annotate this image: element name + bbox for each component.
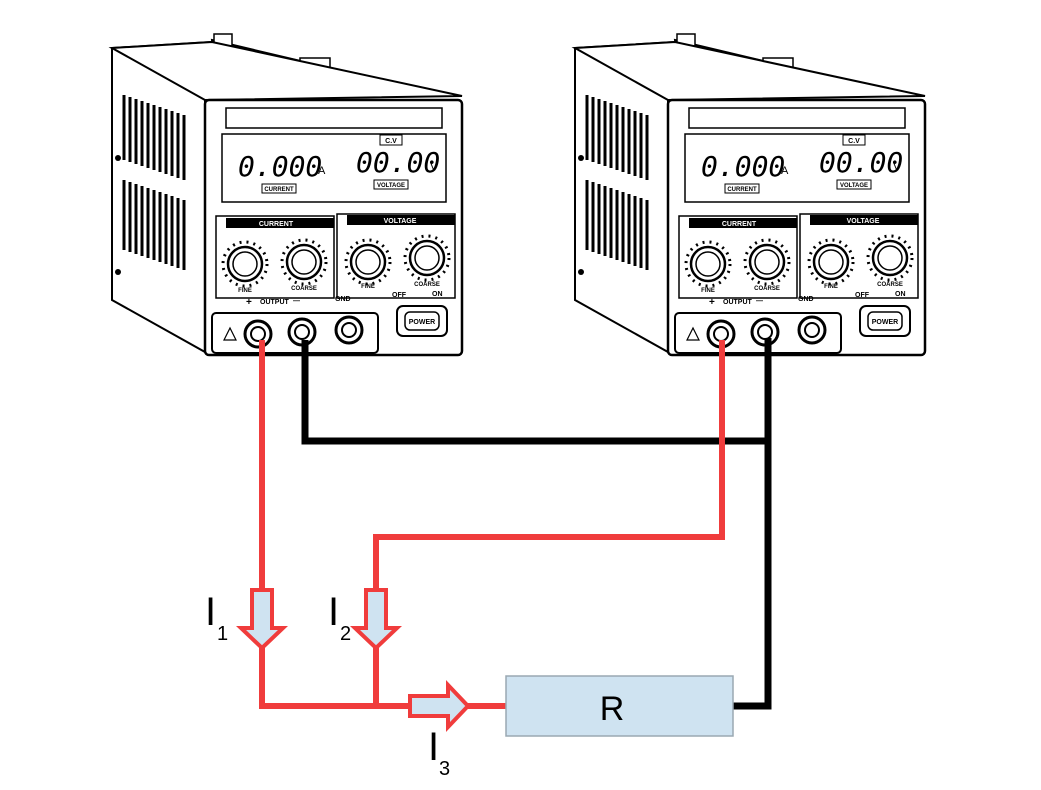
on-label: ON — [895, 291, 906, 298]
power-label: POWER — [872, 319, 898, 326]
voltage-unit: V — [430, 161, 438, 173]
resistor: R — [505, 675, 734, 737]
current-tag: CURRENT — [727, 187, 757, 193]
voltage-reading: 00.00 — [819, 146, 903, 179]
current-unit: A — [781, 165, 789, 177]
plus-label: + — [709, 297, 715, 308]
i2-label: I — [328, 590, 339, 634]
current-unit: A — [318, 165, 326, 177]
off-label: OFF — [392, 292, 407, 299]
voltage-fine-label: FINE — [361, 284, 375, 290]
voltage-coarse-label: COARSE — [414, 282, 440, 288]
gnd-label: GND — [335, 296, 351, 303]
current-reading: 0.000 — [701, 150, 785, 183]
voltage-coarse-knob[interactable] — [403, 234, 451, 282]
positive-terminal[interactable] — [243, 319, 273, 349]
current-coarse-label: COARSE — [291, 286, 317, 292]
current-fine-knob[interactable] — [684, 240, 732, 288]
positive-terminal[interactable] — [706, 319, 736, 349]
voltage-fine-label: FINE — [824, 284, 838, 290]
on-label: ON — [432, 291, 443, 298]
voltage-fine-knob[interactable] — [344, 238, 392, 286]
minus-label: — — [756, 298, 763, 305]
voltage-group-label: VOLTAGE — [847, 218, 880, 225]
current-arrow-i3 — [408, 680, 471, 732]
current-fine-knob[interactable] — [221, 240, 269, 288]
voltage-unit: V — [893, 161, 901, 173]
gnd-label: GND — [798, 296, 814, 303]
i1-label: I — [205, 590, 216, 634]
current-coarse-label: COARSE — [754, 286, 780, 292]
current-tag: CURRENT — [264, 187, 294, 193]
positive-wire-right — [373, 340, 725, 706]
negative-wire-return — [733, 338, 772, 710]
output-label: OUTPUT — [260, 299, 290, 306]
voltage-coarse-label: COARSE — [877, 282, 903, 288]
negative-terminal[interactable] — [287, 317, 317, 347]
cv-label: C.V — [385, 138, 397, 145]
i3-subscript: 3 — [439, 758, 450, 780]
i3-label: I — [428, 725, 439, 769]
power-label: POWER — [409, 319, 435, 326]
minus-label: — — [293, 298, 300, 305]
off-label: OFF — [855, 292, 870, 299]
current-group-label: CURRENT — [722, 221, 757, 228]
negative-wire-left — [301, 340, 768, 445]
current-coarse-knob[interactable] — [280, 238, 328, 286]
current-reading: 0.000 — [238, 150, 322, 183]
power-button[interactable]: POWER — [396, 305, 448, 337]
voltage-coarse-knob[interactable] — [866, 234, 914, 282]
resistor-label: R — [600, 690, 625, 728]
current-fine-label: FINE — [701, 288, 715, 294]
voltage-group-label: VOLTAGE — [384, 218, 417, 225]
current-fine-label: FINE — [238, 288, 252, 294]
gnd-terminal[interactable] — [797, 315, 827, 345]
cv-label: C.V — [848, 138, 860, 145]
current-arrow-i1 — [236, 588, 288, 651]
plus-label: + — [246, 297, 252, 308]
output-label: OUTPUT — [723, 299, 753, 306]
voltage-tag: VOLTAGE — [377, 183, 405, 189]
voltage-tag: VOLTAGE — [840, 183, 868, 189]
voltage-reading: 00.00 — [356, 146, 440, 179]
current-group-label: CURRENT — [259, 221, 294, 228]
gnd-terminal[interactable] — [334, 315, 364, 345]
power-supply-left: C.V 0.000 A 00.00 V CURRENT VOLTAGE CURR… — [108, 33, 464, 357]
power-supply-right: C.V 0.000 A 00.00 V CURRENT VOLTAGE CURR… — [571, 33, 927, 357]
positive-wire-left — [259, 340, 470, 709]
i1-subscript: 1 — [217, 623, 228, 645]
warning-icon — [223, 326, 237, 341]
current-arrow-i2 — [350, 588, 402, 651]
current-coarse-knob[interactable] — [743, 238, 791, 286]
warning-icon — [686, 326, 700, 341]
voltage-fine-knob[interactable] — [807, 238, 855, 286]
power-button[interactable]: POWER — [859, 305, 911, 337]
i2-subscript: 2 — [340, 623, 351, 645]
